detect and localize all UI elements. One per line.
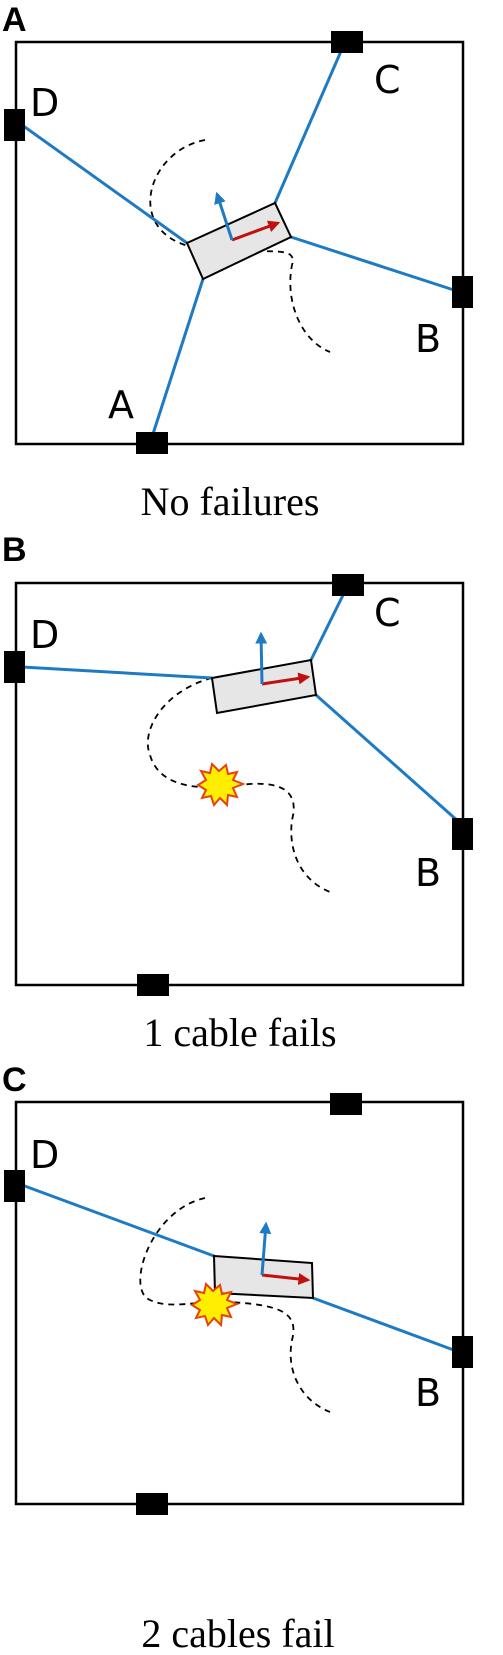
anchor-label-d: D	[30, 1133, 59, 1177]
cable-c	[309, 584, 350, 661]
anchor-b	[452, 1336, 473, 1368]
panel-letter-a: A	[2, 1, 27, 39]
panel-letter-c: C	[2, 1061, 27, 1099]
trajectory-path	[149, 139, 331, 353]
platform-x-axis-arrow	[261, 672, 311, 686]
platform-x-axis-arrow	[231, 220, 281, 242]
anchor-c	[332, 574, 364, 596]
platform-y-axis-arrow	[255, 631, 268, 685]
anchor-label-c: C	[374, 591, 401, 635]
workspace-frame	[14, 581, 465, 987]
cable-d	[21, 123, 188, 245]
anchor-b	[452, 276, 473, 308]
anchor-c	[331, 31, 363, 53]
anchor-label-d: D	[30, 613, 59, 657]
anchor-label-d: D	[30, 81, 59, 125]
cable-failure-burst-icon	[196, 762, 246, 808]
workspace-frame	[14, 40, 465, 446]
cable-b	[315, 693, 460, 824]
anchor-label-c: C	[374, 58, 401, 102]
cable-failure-burst-icon	[190, 1282, 240, 1328]
anchor-label-b: B	[415, 1371, 441, 1415]
anchor-d	[4, 1170, 25, 1202]
platform	[212, 1254, 315, 1300]
anchor-label-a: A	[108, 383, 134, 427]
platform	[210, 658, 318, 715]
cable-b	[312, 1296, 460, 1354]
panel-caption-b: 1 cable fails	[143, 1010, 336, 1055]
anchor-label-b: B	[415, 851, 441, 895]
anchor-a	[136, 432, 168, 454]
anchor-a-detached	[136, 1493, 168, 1515]
panel-c: C D B 2 cables fail	[2, 1061, 473, 1655]
panel-a: A A B C D No failures	[2, 1, 473, 524]
anchor-d	[4, 109, 25, 141]
cable-b	[290, 235, 461, 294]
platform	[185, 201, 293, 281]
platform-x-axis-arrow	[261, 1272, 311, 1285]
platform-y-axis-arrow	[214, 191, 234, 241]
workspace-frame	[14, 1100, 465, 1506]
anchor-label-b: B	[415, 317, 441, 361]
anchor-d	[4, 651, 25, 683]
anchor-c-detached	[330, 1093, 362, 1115]
cable-c	[273, 41, 347, 204]
platform-y-axis-arrow	[259, 1221, 272, 1276]
anchor-b	[452, 818, 473, 850]
panel-letter-b: B	[2, 531, 27, 569]
cable-a	[150, 278, 205, 438]
cable-d	[21, 665, 213, 680]
trajectory-path	[139, 1197, 331, 1413]
panel-caption-a: No failures	[141, 479, 320, 524]
panel-caption-c: 2 cables fail	[141, 1611, 334, 1655]
anchor-a-detached	[137, 974, 169, 996]
panel-b: B D C B 1 cable fails	[2, 531, 473, 1055]
cable-d	[21, 1183, 215, 1258]
